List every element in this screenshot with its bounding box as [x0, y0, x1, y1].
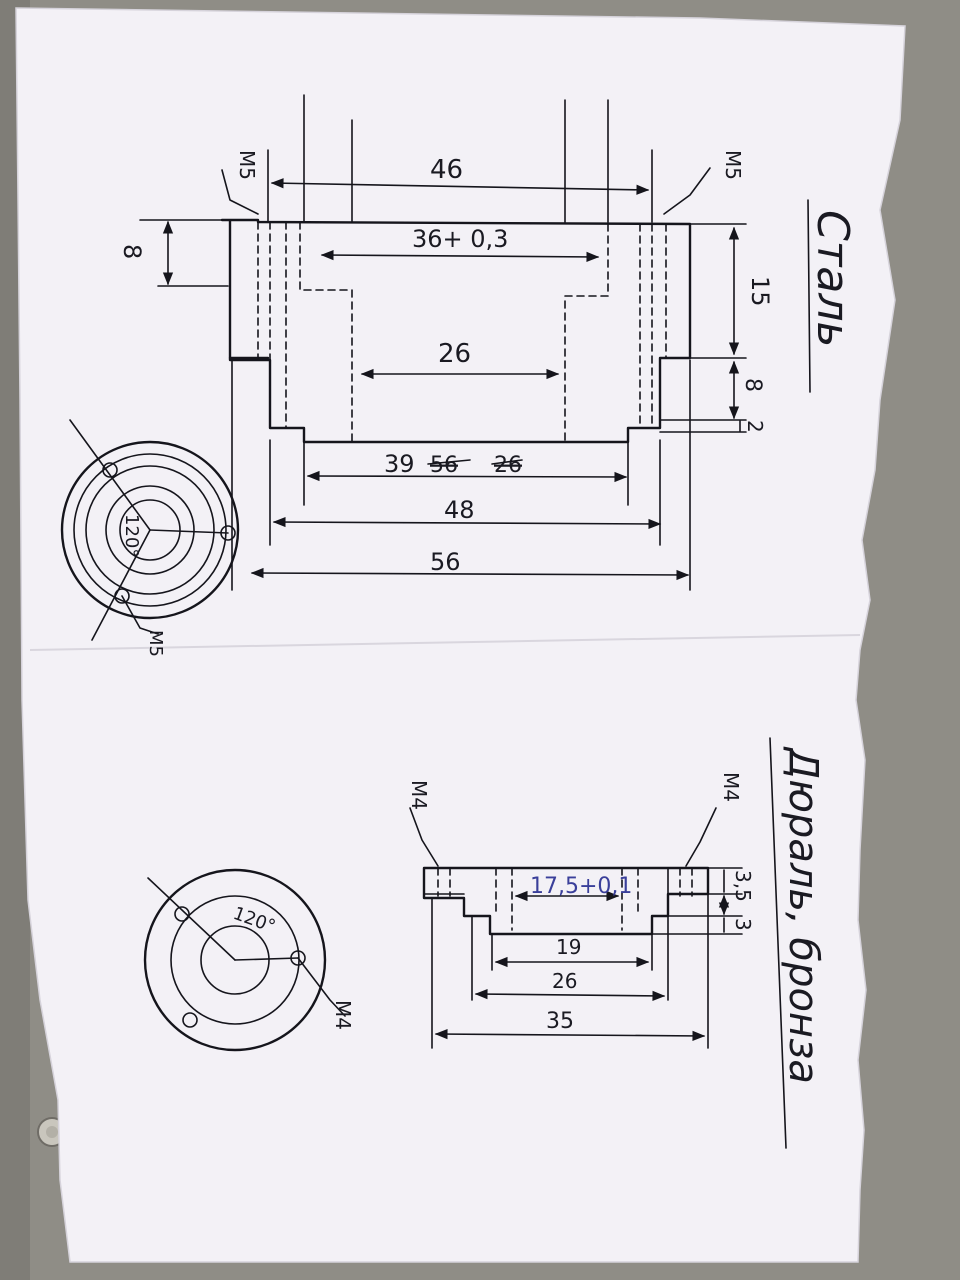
- thread-label: М5: [145, 630, 166, 657]
- dim-2: 2: [743, 420, 767, 433]
- dim-46: 46: [430, 155, 463, 185]
- material-label: Дюраль, бронза: [780, 746, 826, 1084]
- dim-3: 3: [731, 918, 755, 931]
- dim-39-struck-a: 56: [430, 453, 458, 478]
- dim-8-right: 8: [740, 378, 765, 392]
- bronze-part-drawing: [409, 737, 787, 1149]
- dim-8-left: 8: [118, 244, 146, 259]
- material-label: Сталь: [807, 210, 858, 347]
- dim-36: 36+ 0,3: [412, 225, 508, 253]
- thread-label: М4: [719, 772, 743, 802]
- dim-17-5: 17,5+0,1: [530, 874, 632, 899]
- angle-label: 120°: [121, 514, 142, 557]
- thread-label: М4: [407, 780, 431, 810]
- thread-label: М5: [721, 150, 745, 180]
- steel-end-view: [60, 419, 240, 641]
- thread-label: М4: [331, 1000, 355, 1030]
- bolt-hole: [174, 906, 190, 922]
- dim-15: 15: [746, 276, 774, 307]
- dim-48: 48: [444, 496, 475, 524]
- dim-39-struck-b: 26: [494, 453, 522, 478]
- thread-label: М5: [235, 150, 259, 180]
- dim-56: 56: [430, 548, 461, 576]
- paper-fold: [29, 634, 861, 651]
- dim-26: 26: [552, 969, 577, 993]
- bolt-hole: [102, 462, 118, 478]
- paper-sheet: [15, 7, 906, 1263]
- dim-19: 19: [556, 935, 581, 959]
- dim-39: 39: [384, 450, 415, 478]
- dim-35: 35: [546, 1009, 574, 1034]
- steel-part-drawing: [139, 94, 811, 591]
- dim-26: 26: [438, 339, 471, 369]
- dim-3-5: 3,5: [731, 870, 755, 902]
- steel-labels: М5 М5 46 36+ 0,3 26 39 56 26 48 56 8 15 …: [118, 150, 858, 657]
- bronze-end-view: [143, 868, 346, 1052]
- bolt-hole: [182, 1012, 198, 1028]
